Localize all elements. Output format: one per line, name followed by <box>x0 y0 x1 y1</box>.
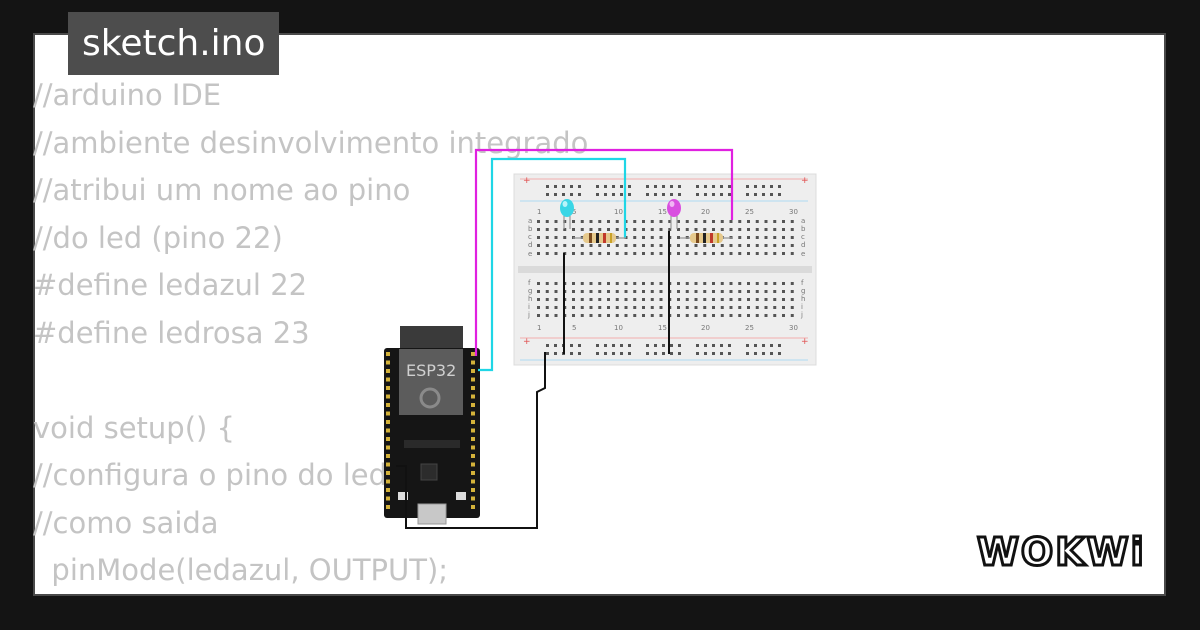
row-number: 30 <box>789 208 798 216</box>
row-letter: a <box>528 217 532 225</box>
wire-black-ground <box>396 352 546 529</box>
code-line: //arduino IDE <box>33 78 222 112</box>
row-number: 30 <box>789 324 798 332</box>
esp32-pins <box>386 352 475 509</box>
row-letter: j <box>527 311 530 319</box>
code-line: pinMode(ledazul, OUTPUT); <box>33 553 449 587</box>
code-line: #define ledrosa 23 <box>33 315 310 350</box>
code-line: //configura o pino do led <box>33 458 388 492</box>
row-letter: f <box>528 279 531 287</box>
esp32-board[interactable]: ESP32 <box>384 326 480 525</box>
row-number: 10 <box>614 324 623 332</box>
wire-magenta <box>474 148 734 356</box>
plus-marker: + <box>801 337 809 347</box>
espressif-logo-icon <box>419 387 441 409</box>
row-number: 10 <box>614 208 623 216</box>
usb-port <box>417 503 447 525</box>
wires <box>396 148 734 529</box>
row-number: 5 <box>572 208 576 216</box>
row-letter: c <box>528 233 532 241</box>
row-number: 1 <box>537 208 541 216</box>
row-number: 1 <box>537 324 541 332</box>
row-letter: i <box>528 303 530 311</box>
row-letter: h <box>801 295 805 303</box>
wokwi-logo-icon: WOKWi <box>976 529 1146 576</box>
led-pink[interactable] <box>667 199 681 229</box>
row-letter: d <box>528 241 532 249</box>
row-number: 25 <box>745 324 754 332</box>
row-letter: f <box>801 279 804 287</box>
plus-marker: + <box>523 337 531 347</box>
row-number: 15 <box>658 208 667 216</box>
esp32-label: ESP32 <box>406 361 456 380</box>
code-line: //do led (pino 22) <box>33 220 283 255</box>
code-line: //ambiente desinvolvimento integrado <box>33 125 589 160</box>
row-number: 20 <box>701 208 710 216</box>
plus-marker: + <box>523 176 531 186</box>
row-letter: b <box>801 225 806 233</box>
row-letter: j <box>800 311 803 319</box>
code-line: //como saida <box>33 505 219 540</box>
plus-marker: + <box>801 176 809 186</box>
row-letter: c <box>801 233 805 241</box>
code-line: #define ledazul 22 <box>33 268 308 302</box>
row-letter: h <box>528 295 532 303</box>
row-letter: g <box>801 287 805 295</box>
row-letter: a <box>801 217 805 225</box>
row-number: 15 <box>658 324 667 332</box>
row-number: 25 <box>745 208 754 216</box>
code-line: void setup() { <box>33 410 235 445</box>
logo-text: WOKWi <box>977 530 1146 574</box>
row-letter: e <box>528 250 532 258</box>
row-letter: i <box>801 303 803 311</box>
file-tab[interactable]: sketch.ino <box>68 12 280 75</box>
row-number: 5 <box>572 324 576 332</box>
wire-cyan <box>478 157 627 372</box>
led-blue[interactable] <box>560 199 574 229</box>
breadboard[interactable]: 1 5 10 15 20 25 30 1 5 10 15 20 25 30 a … <box>513 173 817 366</box>
resistor[interactable] <box>573 233 626 243</box>
code-line: //atribui um nome ao pino <box>33 173 411 207</box>
row-letter: b <box>528 225 533 233</box>
row-letter: d <box>801 241 805 249</box>
row-letter: g <box>528 287 532 295</box>
code-editor[interactable]: //arduino IDE //ambiente desinvolvimento… <box>33 72 588 595</box>
row-number: 20 <box>701 324 710 332</box>
row-letter: e <box>801 250 805 258</box>
resistor[interactable] <box>680 233 733 243</box>
